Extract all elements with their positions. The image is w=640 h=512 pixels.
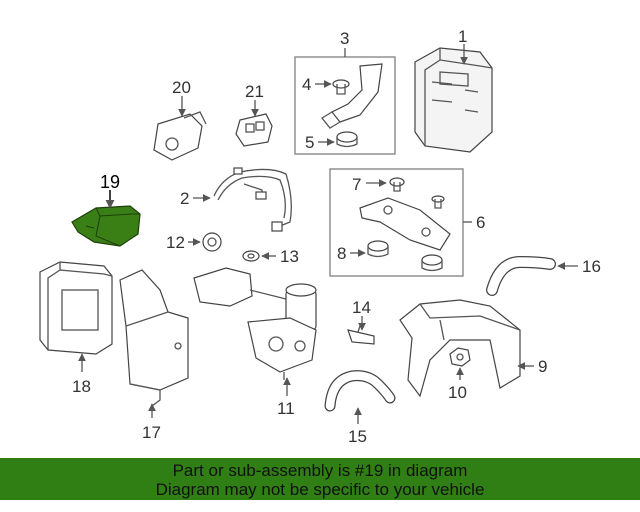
part-1-control-module[interactable] [414, 47, 493, 153]
callout-7: 7 [352, 175, 361, 194]
part-3-bracket[interactable] [321, 63, 383, 129]
callout-9: 9 [538, 357, 547, 376]
part-5-grommet[interactable] [336, 131, 358, 148]
part-17-ecu-bracket[interactable] [119, 269, 189, 407]
callout-16: 16 [582, 257, 601, 276]
callout-14: 14 [352, 298, 371, 317]
parts-diagram: 1 3 4 5 20 21 2 [39, 27, 601, 446]
callout-2: 2 [180, 189, 189, 208]
part-12-plug[interactable] [202, 232, 222, 252]
callout-21: 21 [245, 82, 264, 101]
part-8-grommet[interactable] [367, 240, 443, 272]
callout-20: 20 [172, 78, 191, 97]
callout-12: 12 [166, 233, 185, 252]
callout-17: 17 [142, 423, 161, 442]
part-2-wire-harness[interactable] [213, 167, 292, 232]
part-21-sensor[interactable] [235, 113, 273, 147]
callout-4: 4 [302, 75, 311, 94]
callout-15: 15 [348, 427, 367, 446]
callout-6: 6 [476, 213, 485, 232]
part-7b-clip[interactable] [431, 195, 445, 209]
part-11-pump-assembly[interactable] [193, 267, 317, 380]
callout-11: 11 [277, 399, 295, 418]
callout-18: 18 [72, 377, 91, 396]
part-7-clip[interactable] [389, 177, 405, 192]
part-15-hose[interactable] [324, 370, 396, 412]
banner-line-2: Diagram may not be specific to your vehi… [155, 480, 485, 499]
banner-line-1: Part or sub-assembly is #19 in diagram [172, 461, 468, 480]
callout-13: 13 [280, 247, 299, 266]
part-18-module[interactable] [39, 261, 113, 355]
callout-1: 1 [458, 27, 467, 46]
part-13-grommet[interactable] [242, 250, 260, 262]
callout-10: 10 [448, 383, 467, 402]
part-10-nut[interactable] [449, 347, 471, 367]
callout-19: 19 [100, 172, 120, 192]
callout-3: 3 [340, 29, 349, 48]
part-9-bracket[interactable] [399, 299, 521, 398]
part-19-highlighted-module[interactable] [71, 205, 141, 247]
part-6-bracket[interactable] [359, 197, 451, 251]
part-14-bracket[interactable] [347, 325, 375, 345]
part-20-sensor[interactable] [153, 111, 207, 161]
part-4-clip[interactable] [332, 79, 350, 95]
callout-8: 8 [337, 244, 346, 263]
callout-5: 5 [305, 133, 314, 152]
part-16-hose[interactable] [486, 255, 556, 296]
info-banner: Part or sub-assembly is #19 in diagram D… [0, 458, 640, 500]
